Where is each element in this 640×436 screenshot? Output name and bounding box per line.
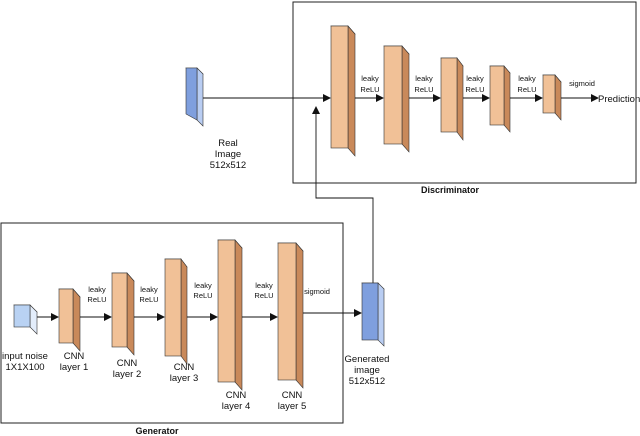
gen-layer-4-label-b: layer 4 xyxy=(222,401,251,412)
disc-layer-1 xyxy=(330,25,356,157)
disc-act-1-a: leaky xyxy=(361,74,379,83)
disc-act-3-b: ReLU xyxy=(465,85,484,94)
gen-act-1-b: ReLU xyxy=(87,295,106,304)
gen-layer-4-label-a: CNN xyxy=(226,390,247,401)
disc-act-1-b: ReLU xyxy=(360,85,379,94)
generated-label-3: 512x512 xyxy=(349,376,385,387)
disc-layer-2 xyxy=(383,45,410,153)
discriminator-box xyxy=(292,1,637,184)
gen-layer-5-label-a: CNN xyxy=(282,390,303,401)
noise-label-1: input noise xyxy=(2,351,48,362)
gen-act-2-a: leaky xyxy=(140,285,158,294)
generator-box xyxy=(0,222,344,424)
discriminator-title: Discriminator xyxy=(421,185,480,195)
noise-label-2: 1X1X100 xyxy=(5,362,44,373)
gen-layer-3-label-a: CNN xyxy=(174,362,195,373)
real-image-label-1: Real xyxy=(218,138,238,149)
generator-title: Generator xyxy=(135,426,179,436)
prediction-label: Prediction xyxy=(598,94,640,105)
disc-act-3-a: leaky xyxy=(466,74,484,83)
disc-act-4-a: leaky xyxy=(518,74,536,83)
generated-label-1: Generated xyxy=(345,354,390,365)
real-image-block xyxy=(185,67,204,127)
gen-layer-2-label-a: CNN xyxy=(117,358,138,369)
gen-act-4-a: leaky xyxy=(255,281,273,290)
gen-layer-1-label-b: layer 1 xyxy=(60,362,89,373)
gen-layer-5-label-b: layer 5 xyxy=(278,401,307,412)
disc-layer-4 xyxy=(489,65,511,133)
generated-label-2: image xyxy=(354,365,380,376)
real-image-label-2: Image xyxy=(215,149,241,160)
gen-layer-2-label-b: layer 2 xyxy=(113,369,142,380)
gen-act-2-b: ReLU xyxy=(139,295,158,304)
noise-input-block xyxy=(13,304,38,335)
gen-act-3-b: ReLU xyxy=(193,291,212,300)
gen-layer-2 xyxy=(111,272,135,356)
disc-layer-3 xyxy=(440,57,464,141)
disc-layer-5 xyxy=(542,74,562,121)
gen-layer-4 xyxy=(217,239,243,391)
gen-act-4-b: ReLU xyxy=(254,291,273,300)
gen-layer-3-label-b: layer 3 xyxy=(170,373,199,384)
gen-layer-3 xyxy=(164,258,188,365)
gen-act-3-a: leaky xyxy=(194,281,212,290)
generated-image-block xyxy=(361,282,385,347)
disc-act-2-b: ReLU xyxy=(414,85,433,94)
real-image-label-3: 512x512 xyxy=(210,160,246,171)
gen-sigmoid-label: sigmoid xyxy=(304,287,330,296)
gen-layer-1-label-a: CNN xyxy=(64,351,85,362)
gen-layer-1 xyxy=(58,288,81,352)
gen-layer-5 xyxy=(277,242,304,389)
disc-act-2-a: leaky xyxy=(415,74,433,83)
disc-act-4-b: ReLU xyxy=(517,85,536,94)
generated-to-disc-arrow xyxy=(312,106,374,285)
disc-sigmoid-label: sigmoid xyxy=(569,79,595,88)
gen-act-1-a: leaky xyxy=(88,285,106,294)
